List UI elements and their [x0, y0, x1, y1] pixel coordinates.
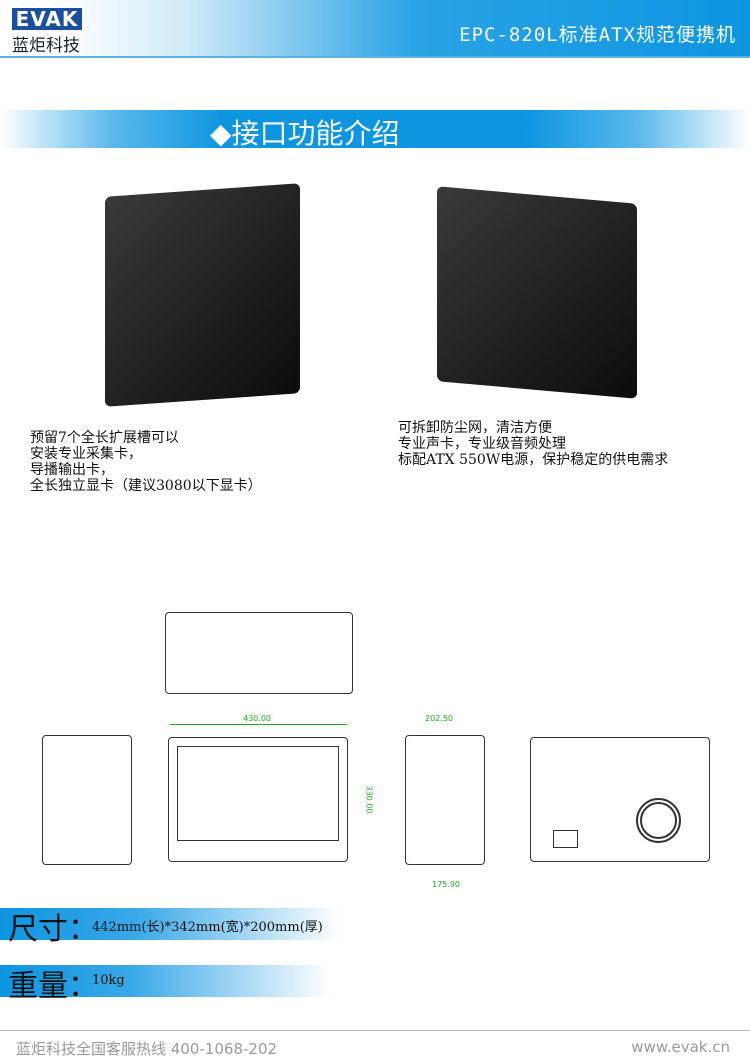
logo-chinese: 蓝炬科技 — [12, 36, 80, 56]
size-spec-bar: 尺寸：442mm(长)*342mm(宽)*200mm(厚) — [0, 908, 340, 947]
weight-value: 10kg — [92, 973, 125, 988]
product-photo-front — [105, 183, 300, 407]
product-photo-back — [437, 186, 637, 399]
footer-divider — [0, 1030, 750, 1031]
header-banner — [0, 0, 750, 58]
footer-hotline: 蓝炬科技全国客服热线 400-1068-202 — [16, 1040, 278, 1058]
section-banner: ◆接口功能介绍 — [0, 110, 750, 150]
size-label: 尺寸： — [8, 912, 98, 947]
product-title: EPC-820L标准ATX规范便携机 — [459, 24, 736, 46]
weight-spec-bar: 重量：10kg — [0, 965, 330, 1004]
section-title: ◆接口功能介绍 — [210, 117, 400, 150]
drawing-rear-view — [405, 735, 485, 865]
dimension-depth-bottom: 175.90 — [432, 880, 460, 889]
drawing-back-view — [530, 737, 710, 862]
dimension-height: 330.00 — [364, 785, 374, 814]
dimension-line-width — [170, 724, 347, 725]
feature-text-right: 可拆卸防尘网，清洁方便 专业声卡，专业级音频处理 标配ATX 550W电源，保护… — [398, 420, 669, 468]
footer-website[interactable]: www.evak.cn — [631, 1038, 730, 1056]
dimension-depth: 202.50 — [425, 714, 453, 723]
logo: EVAK — [12, 8, 82, 30]
weight-label: 重量： — [8, 969, 98, 1004]
dimension-width: 430.00 — [243, 714, 271, 723]
drawing-top-view — [165, 612, 353, 694]
drawing-left-side-view — [42, 735, 132, 865]
size-value: 442mm(长)*342mm(宽)*200mm(厚) — [92, 920, 323, 935]
feature-text-left: 预留7个全长扩展槽可以 安装专业采集卡， 导播输出卡， 全长独立显卡（建议308… — [30, 430, 262, 494]
drawing-front-view — [168, 737, 348, 862]
